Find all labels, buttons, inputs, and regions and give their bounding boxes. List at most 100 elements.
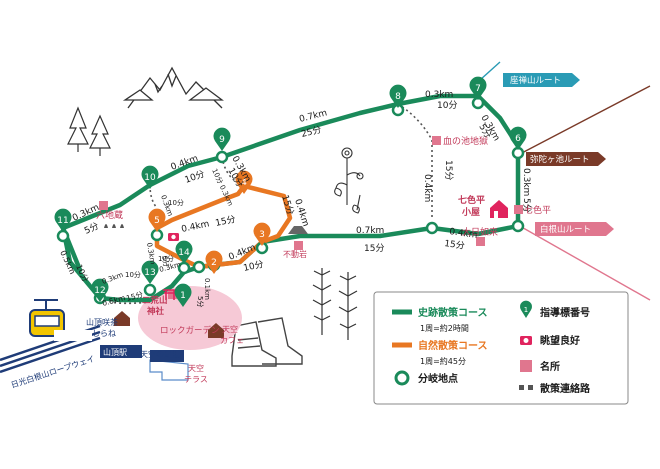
dotted-dist: 0.4km bbox=[422, 174, 432, 202]
dotted-time: 15分 bbox=[443, 160, 454, 180]
guide-pin-number-1: 1 bbox=[180, 291, 186, 301]
seg-8-7-dist: 0.3km bbox=[425, 90, 453, 100]
place-shichiiro: 七色平 bbox=[524, 204, 551, 216]
seg-9-8-time: 25分 bbox=[300, 124, 323, 140]
guide-pin-8 bbox=[389, 84, 407, 108]
guide-pin-number-8: 8 bbox=[395, 92, 401, 102]
seg-1-x-dist: 0.1km bbox=[203, 278, 211, 300]
guide-pin-1 bbox=[174, 283, 192, 307]
foot-bath-outline bbox=[149, 359, 189, 381]
seg-4-5-time: 15分 bbox=[444, 238, 466, 252]
place-rokujizo: 六地蔵 bbox=[96, 209, 123, 221]
seg-3-4-time: 15分 bbox=[364, 243, 384, 254]
seg-6-5-time: 5分 bbox=[521, 198, 532, 213]
branch-point bbox=[143, 283, 157, 297]
fudo-rock-icon bbox=[288, 226, 308, 234]
guide-pin-14 bbox=[175, 240, 193, 264]
seg-13-12-dist: 0.3km bbox=[101, 271, 125, 286]
legend-branch: 分岐地点 bbox=[418, 372, 458, 385]
boots-illustration bbox=[231, 317, 303, 367]
mountains-illustration bbox=[122, 66, 224, 109]
place-shirane-l1: 山頂咲茶 bbox=[86, 317, 118, 327]
branch-point bbox=[56, 229, 70, 243]
seg-10-9-time: 10分 bbox=[183, 168, 206, 185]
place-chinoike: 血の池地獄 bbox=[443, 135, 488, 147]
legend-place: 名所 bbox=[540, 360, 560, 373]
place-marker-dainichi bbox=[476, 237, 485, 246]
route-label-zasen: 座禅山ルート bbox=[510, 75, 561, 86]
guide-pin-number-9: 9 bbox=[219, 135, 225, 145]
legend-guide: 指導標番号 bbox=[540, 306, 590, 319]
guide-pin-7 bbox=[469, 76, 487, 100]
guide-pin-number-11: 11 bbox=[57, 216, 68, 226]
place-terrace-l2: テラス bbox=[184, 375, 208, 384]
legend: 1 bbox=[373, 291, 629, 405]
legend-link: 散策連絡路 bbox=[540, 382, 591, 395]
guide-pin-number-7: 7 bbox=[475, 84, 481, 94]
place-sanchoeki: 山頂駅 bbox=[103, 347, 127, 357]
guide-pin-number-12: 12 bbox=[94, 286, 105, 296]
seg-10-5b-time: 10分 bbox=[168, 198, 184, 207]
seg-12-14-time: 15分 bbox=[125, 290, 144, 303]
guide-pin-number-6: 6 bbox=[515, 134, 521, 144]
external-routes bbox=[477, 61, 651, 301]
seg-4-5-dist: 0.4km bbox=[449, 227, 478, 241]
guide-pin-number-5: 5 bbox=[154, 216, 160, 226]
guide-pin-4 bbox=[235, 170, 253, 194]
legend-nature-sub: 1周=約45分 bbox=[420, 356, 466, 366]
seg-5-4-time: 15分 bbox=[214, 214, 236, 229]
branch-point bbox=[425, 221, 439, 235]
place-marker-fudoiwa bbox=[294, 241, 303, 250]
facility-markers bbox=[54, 136, 523, 362]
legend-history-sub: 1周=約2時間 bbox=[420, 323, 469, 333]
place-cafe-l2: カフェ bbox=[220, 336, 244, 345]
seg-14-5-dist: 0.3km bbox=[145, 242, 157, 265]
guide-pin-number-13: 13 bbox=[144, 268, 155, 278]
place-hut-l2: 小屋 bbox=[461, 206, 480, 218]
hut-icon bbox=[114, 311, 130, 326]
place-terrace-l1: 天空 bbox=[188, 363, 204, 373]
hut-icon-shichiiro bbox=[490, 200, 508, 218]
guide-pin-9 bbox=[213, 127, 231, 151]
seg-3-2-time: 10分 bbox=[242, 259, 264, 274]
trees-illustration bbox=[67, 106, 111, 156]
place-marker-rokujizo bbox=[99, 201, 108, 210]
place-hut-l1: 七色平 bbox=[458, 194, 485, 206]
guide-pin-number-3: 3 bbox=[259, 230, 265, 240]
seg-4-3-time: 15分 bbox=[279, 194, 296, 217]
guide-pin-11 bbox=[54, 208, 72, 232]
guide-pin-number-10: 10 bbox=[144, 173, 156, 183]
seg-13-12-time: 10分 bbox=[125, 270, 141, 279]
place-futara-l1: 二荒山 bbox=[142, 295, 168, 306]
branch-point bbox=[215, 150, 229, 164]
place-marker-shichiiro bbox=[514, 205, 523, 214]
guide-pin-13 bbox=[141, 260, 159, 284]
guide-pin-number-2: 2 bbox=[211, 258, 217, 268]
seg-5-4-dist: 0.4km bbox=[181, 219, 211, 235]
guide-pin-6 bbox=[509, 126, 527, 150]
fern-illustration bbox=[312, 268, 358, 340]
jizo-icon bbox=[104, 224, 124, 228]
guide-marker-icon bbox=[520, 300, 532, 318]
svg-text:1: 1 bbox=[524, 306, 528, 314]
place-futara-l2: 神社 bbox=[147, 306, 165, 317]
seg-14-5-time: 5分 bbox=[160, 255, 171, 268]
flowers-illustration bbox=[334, 147, 364, 214]
legend-history: 史跡散策コース bbox=[418, 306, 488, 319]
guide-pin-2 bbox=[205, 250, 223, 274]
place-foot-bath: 天空の足湯 bbox=[140, 349, 180, 359]
place-marker-futara bbox=[168, 290, 177, 299]
seg-8-7-time: 10分 bbox=[437, 100, 457, 111]
route-tags bbox=[503, 73, 614, 236]
guide-pin-number-14: 14 bbox=[178, 248, 190, 258]
guide-pin-10 bbox=[141, 165, 159, 189]
place-marker-icon bbox=[520, 360, 532, 372]
place-dainichi: 大日如来 bbox=[462, 226, 498, 238]
route-label-mida: 弥陀ヶ池ルート bbox=[530, 154, 590, 165]
place-shirane-l2: しらね bbox=[92, 329, 116, 338]
place-fudoiwa: 不動岩 bbox=[283, 249, 307, 259]
guide-pin-5 bbox=[148, 208, 166, 232]
